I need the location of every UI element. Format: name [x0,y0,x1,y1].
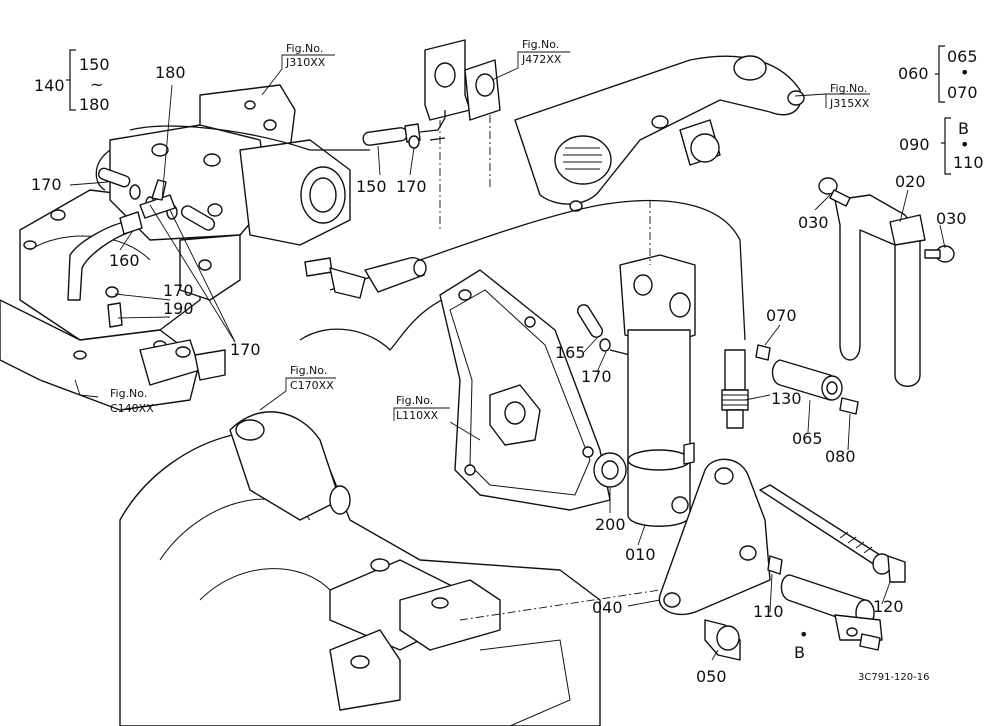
figref-c170-prefix: Fig.No. [290,364,327,377]
figref-l110-prefix: Fig.No. [396,394,433,407]
callout-030-left: 030 [798,213,829,232]
callout-110: 110 [753,602,784,621]
callout-variant-dot-1: • [960,63,969,82]
washer-200 [593,452,627,488]
callout-variant-dot-2: • [960,135,969,154]
callout-variant-dot-3: • [799,625,808,644]
callout-170-d: 170 [230,340,261,359]
callout-170-c: 170 [163,281,194,300]
callout-030-right: 030 [936,209,967,228]
callout-200: 200 [595,515,626,534]
bracket-060 [935,45,945,103]
hydraulic-pipe [95,125,746,351]
callout-labels: 140 150 ~ 180 180 170 150 170 160 170 19… [31,47,984,686]
pin-b [780,574,883,641]
figref-j472-prefix: Fig.No. [522,38,559,51]
bolt-050 [704,619,741,661]
callout-050: 050 [696,667,727,686]
lever-040 [459,458,771,621]
callout-170-e: 170 [581,367,612,386]
callout-090: 090 [899,135,930,154]
figref-j315: J315XX [829,97,870,110]
hydraulic-housing-left [0,189,226,411]
callout-060: 060 [898,64,929,83]
adjust-bolt [759,484,906,583]
figref-j310-prefix: Fig.No. [286,42,323,55]
figref-c140: C140XX [110,402,154,415]
pipe-fittings [304,257,427,299]
cylinder-mount-plate [439,269,611,511]
lower-link-bracket-020 [834,194,926,387]
figref-j315-prefix: Fig.No. [830,82,867,95]
callout-010: 010 [625,545,656,564]
figure-references: Fig.No. J310XX Fig.No. J472XX Fig.No. J3… [110,38,870,422]
callout-150-range-start: 150 [79,55,110,74]
hose-160 [67,211,143,301]
lift-cylinder [619,200,696,527]
bolt-080 [839,397,859,415]
callout-065-variant: 065 [947,47,978,66]
callout-080: 080 [825,447,856,466]
transmission-casting-lower [119,411,601,726]
figref-j472: J472XX [521,53,562,66]
hose-150-upper [362,110,446,146]
figref-c140-prefix: Fig.No. [110,387,147,400]
callout-140: 140 [34,76,65,95]
callout-190: 190 [163,299,194,318]
callout-170-b: 170 [396,177,427,196]
callout-range-tilde: ~ [90,75,103,94]
top-clevis-bracket [424,39,501,230]
callout-070-variant: 070 [947,83,978,102]
lift-arm [514,55,805,212]
callout-b-variant: B [958,119,969,138]
callout-070: 070 [766,306,797,325]
bracket-140 [66,49,76,111]
callout-130: 130 [771,389,802,408]
bolt-120 [859,633,881,651]
bolt-030-left [818,177,851,207]
relief-valve-130 [721,349,749,429]
callout-170-a: 170 [31,175,62,194]
grease-fitting-070 [755,344,771,361]
drawing-code: 3C791-120-16 [858,672,929,683]
callout-180: 180 [155,63,186,82]
callout-160: 160 [109,251,140,270]
callout-b: B [794,643,805,662]
pin-065 [771,359,843,401]
callout-065: 065 [792,429,823,448]
bracket-090 [941,117,951,175]
figref-j310: J310XX [285,56,326,69]
bolt-030-right [924,245,955,263]
callout-040: 040 [592,598,623,617]
figref-c170: C170XX [290,379,334,392]
callout-180-range-end: 180 [79,95,110,114]
callout-120: 120 [873,597,904,616]
callout-150: 150 [356,177,387,196]
callout-110-variant: 110 [953,153,984,172]
callout-165: 165 [555,343,586,362]
grease-fitting-110 [767,555,783,575]
hose-150-left [97,167,216,231]
leader-lines [69,51,946,661]
fitting-190 [107,302,123,328]
figref-l110: L110XX [396,409,439,422]
tee-fitting-180 [139,179,176,219]
callout-020: 020 [895,172,926,191]
